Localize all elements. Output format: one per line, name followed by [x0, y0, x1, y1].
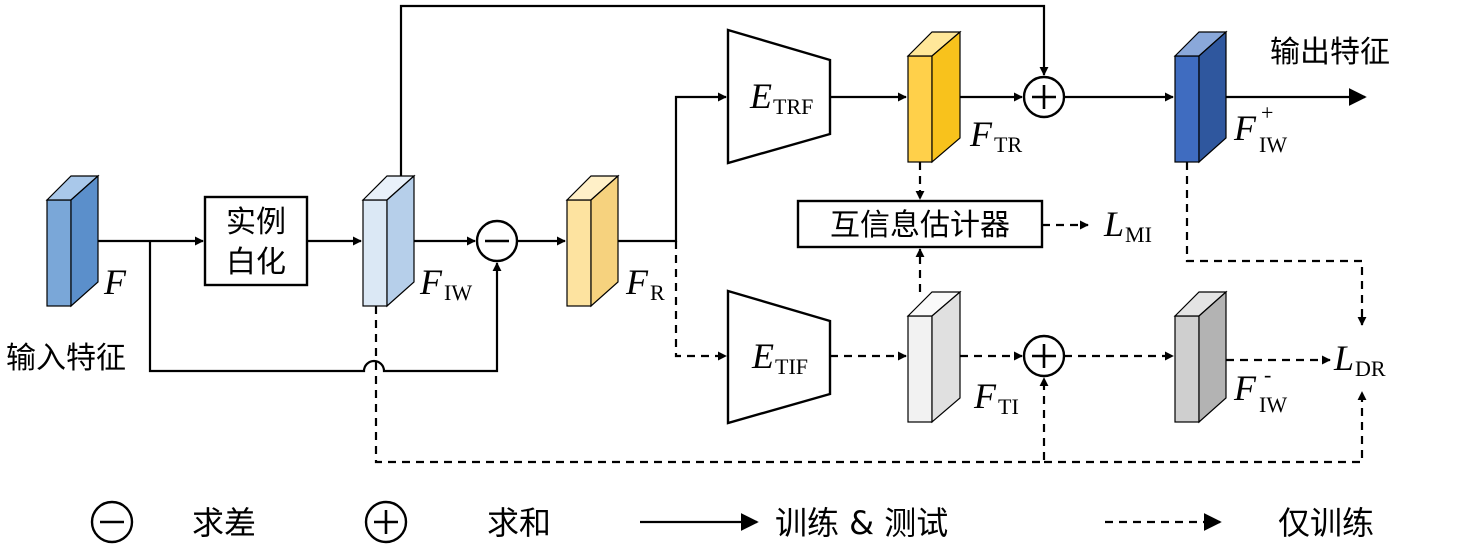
label-F-TR: FTR	[969, 114, 1022, 157]
feature-F-IW-plus-block	[1173, 30, 1228, 164]
feature-F-IW-minus-block	[1173, 290, 1228, 424]
feature-F-TR-block	[906, 30, 962, 164]
subtract-operator	[475, 219, 519, 263]
feature-F-R-block	[565, 174, 620, 308]
encoder-TRF	[726, 28, 832, 165]
svg-text:F: F	[1233, 108, 1257, 148]
instance-whitening-label-1: 实例	[226, 205, 286, 240]
add-operator-bottom	[1022, 334, 1066, 378]
feature-F-IW-block	[361, 174, 416, 308]
label-L-MI: LMI	[1103, 204, 1152, 247]
feature-F-block	[45, 174, 100, 308]
legend-add-icon	[364, 500, 408, 544]
mi-estimator-box	[796, 199, 1044, 249]
svg-text:F: F	[1233, 368, 1257, 408]
label-F-IW: FIW	[419, 262, 472, 305]
legend: 求差 求和 训练 & 测试 仅训练	[90, 500, 1374, 544]
svg-text:IW: IW	[1259, 392, 1287, 417]
label-E-TRF: ETRF	[749, 76, 813, 119]
label-F-TI: FTI	[973, 376, 1019, 419]
legend-train-test-label: 训练 & 测试	[775, 504, 948, 542]
label-F-R: FR	[625, 262, 665, 305]
output-feature-label: 输出特征	[1270, 35, 1390, 70]
legend-add-label: 求和	[487, 504, 551, 542]
label-F: F	[103, 262, 127, 302]
mi-estimator-label: 互信息估计器	[830, 208, 1010, 243]
instance-whitening-box	[203, 195, 309, 287]
svg-text:IW: IW	[1259, 132, 1287, 157]
solid-connections	[98, 4, 1367, 373]
legend-subtract-icon	[90, 500, 134, 544]
encoder-TIF	[726, 289, 832, 425]
svg-text:+: +	[1261, 100, 1273, 125]
legend-train-only-label: 仅训练	[1278, 504, 1374, 542]
label-F-IW-minus: F - IW	[1233, 362, 1287, 417]
label-L-DR: LDR	[1333, 338, 1386, 381]
feature-F-TI-block	[906, 290, 962, 424]
input-feature-label: 输入特征	[6, 341, 126, 376]
label-E-TIF: ETIF	[751, 336, 808, 379]
dashed-connections	[374, 162, 1367, 464]
svg-text:-: -	[1264, 362, 1271, 387]
add-operator-top	[1022, 75, 1066, 119]
legend-subtract-label: 求差	[192, 504, 256, 542]
label-F-IW-plus: F + IW	[1233, 100, 1287, 157]
instance-whitening-label-2: 白化	[226, 245, 286, 280]
